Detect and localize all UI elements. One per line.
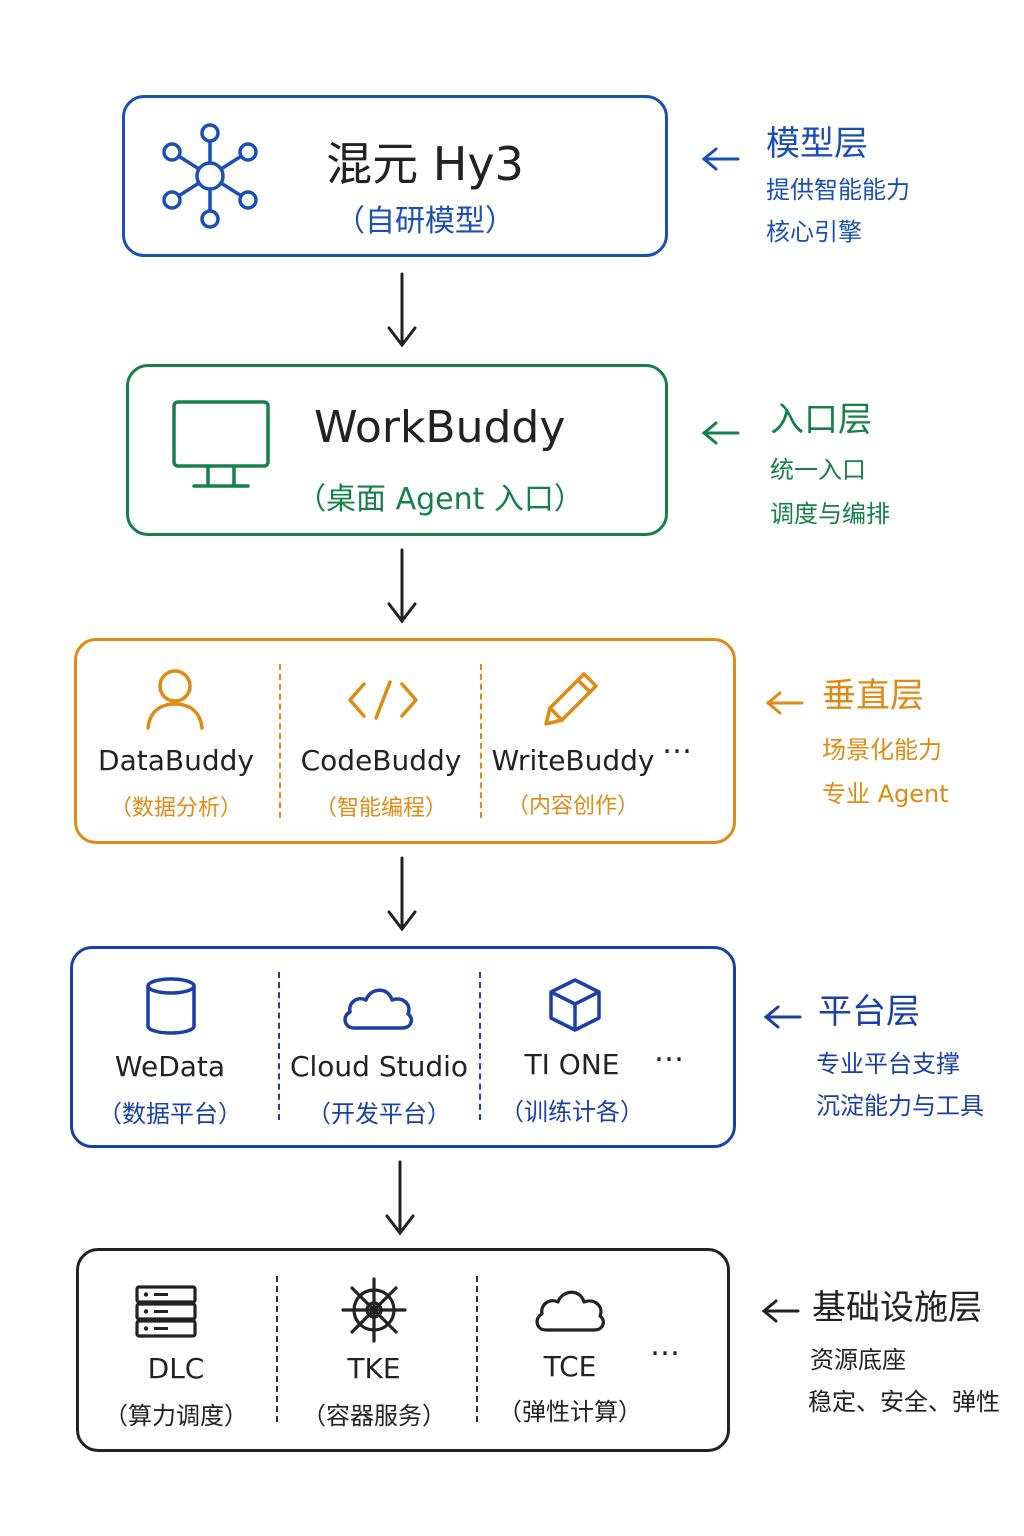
model-side-title: 模型层 [766,124,868,164]
entry-subtitle: （桌面 Agent 入口） [296,482,584,517]
cloud-icon [535,1290,605,1332]
vertical-more: … [662,726,696,761]
helm-wheel-icon [341,1277,407,1343]
platform-item-name: TI ONE [524,1048,620,1081]
down-arrow-icon [387,272,417,348]
platform-item-desc: （训练计各） [500,1098,644,1126]
infra-side-line: 资源底座 [810,1346,906,1374]
infra-side-line: 稳定、安全、弹性 [808,1388,1000,1416]
left-arrow-icon [763,1005,802,1029]
down-arrow-icon [385,1160,415,1236]
entry-side-line: 统一入口 [770,456,866,484]
model-side-line: 核心引擎 [766,218,862,246]
vertical-item-name: WriteBuddy [491,744,655,777]
infra-divider [476,1276,478,1422]
vertical-item-name: DataBuddy [98,744,254,777]
entry-layer-box [126,364,668,536]
infra-item-desc: （容器服务） [302,1402,446,1430]
infra-item-name: DLC [147,1352,205,1385]
platform-divider [479,972,481,1120]
left-arrow-icon [761,1299,800,1323]
model-subtitle: （自研模型） [335,204,515,239]
cube-icon [549,978,601,1032]
down-arrow-icon [387,856,417,932]
left-arrow-icon [765,691,804,715]
infra-item-desc: （算力调度） [104,1402,248,1430]
platform-side-line: 专业平台支撑 [816,1050,960,1078]
vertical-divider [480,664,482,818]
platform-side-title: 平台层 [818,992,920,1032]
platform-item-desc: （数据平台） [98,1100,242,1128]
pencil-icon [544,672,598,726]
entry-side-title: 入口层 [770,400,872,440]
vertical-layer-box [74,638,736,844]
platform-item-desc: （开发平台） [307,1100,451,1128]
entry-title: WorkBuddy [314,402,566,453]
platform-item-name: Cloud Studio [289,1050,469,1083]
infra-more: … [650,1328,684,1363]
infra-item-name: TCE [543,1350,597,1383]
network-hub-icon [162,123,258,229]
model-side-line: 提供智能能力 [766,176,910,204]
platform-layer-box [70,946,736,1148]
left-arrow-icon [701,421,740,445]
server-rack-icon [135,1285,197,1338]
platform-more: … [654,1034,688,1069]
model-title: 混元 Hy3 [326,137,524,191]
monitor-icon [172,400,270,488]
vertical-item-desc: （数据分析） [109,796,242,821]
vertical-item-desc: （智能编程） [314,796,447,821]
vertical-side-title: 垂直层 [822,676,924,716]
entry-side-line: 调度与编排 [770,500,890,528]
model-layer-box [122,95,668,257]
infra-divider [276,1276,278,1422]
infra-layer-box [76,1248,730,1452]
database-icon [146,977,196,1035]
cloud-icon [343,988,414,1030]
infra-item-desc: （弹性计算） [498,1398,642,1426]
user-icon [146,669,204,730]
vertical-item-name: CodeBuddy [300,744,462,777]
vertical-side-line: 专业 Agent [822,780,949,808]
platform-item-name: WeData [114,1050,226,1083]
vertical-side-line: 场景化能力 [822,736,942,764]
vertical-item-desc: （内容创作） [506,794,639,819]
infra-side-title: 基础设施层 [812,1288,982,1328]
platform-divider [278,972,280,1120]
platform-side-line: 沉淀能力与工具 [816,1092,984,1120]
left-arrow-icon [701,147,740,171]
code-icon [348,680,418,720]
infra-item-name: TKE [347,1352,401,1385]
vertical-divider [279,664,281,818]
down-arrow-icon [387,548,417,624]
